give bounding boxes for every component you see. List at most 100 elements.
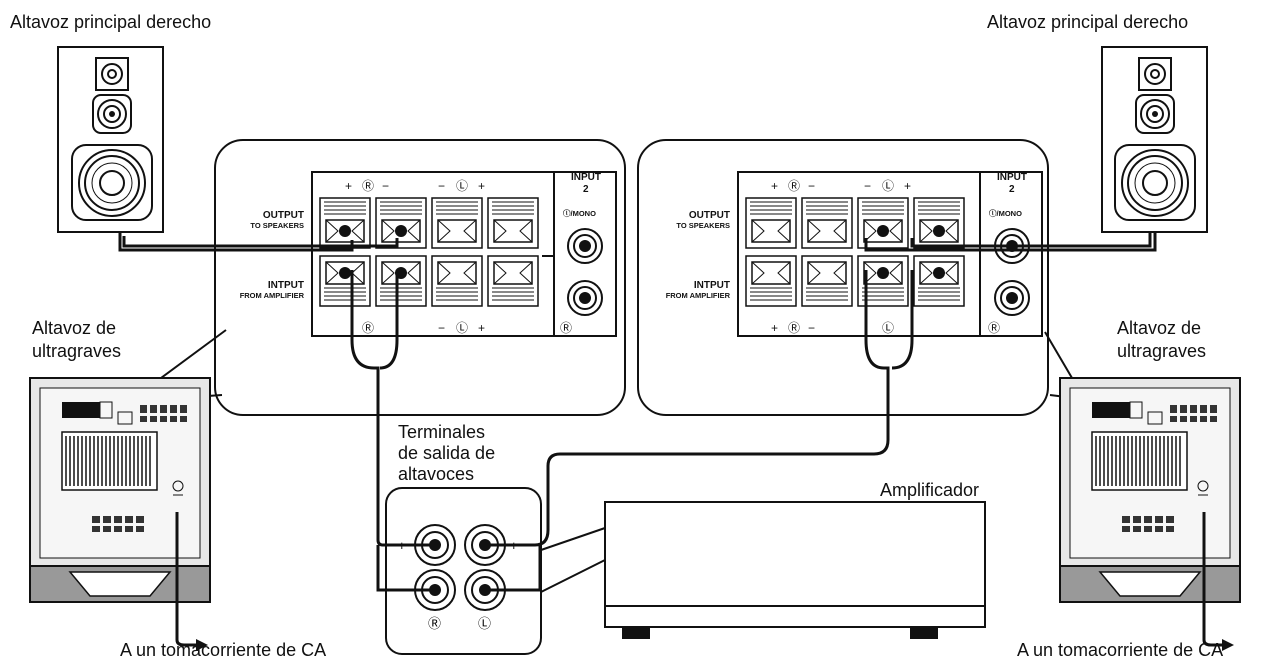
pol-minus: −: [808, 179, 815, 193]
subwoofer-left: [29, 377, 211, 603]
input-terminal: [1144, 516, 1152, 523]
terminal-lever: [437, 261, 477, 285]
terminal-lever: [751, 261, 791, 285]
pol-plus: +: [478, 179, 485, 193]
control-knob: [160, 416, 167, 422]
terminal-lever-mark: [807, 261, 847, 285]
wire-insert-point: [933, 267, 945, 279]
main-speaker-right: [1101, 46, 1208, 233]
wire-insert-point: [395, 225, 407, 237]
terminal-lever-mark: [381, 219, 421, 243]
input2-r-mark: Ⓡ: [988, 321, 1000, 335]
terminal-lever-mark: [751, 219, 791, 243]
pol-l: Ⓛ: [882, 321, 894, 335]
subwoofer-left-details: [65, 405, 187, 532]
input-sublabel: FROM AMPLIFIER: [666, 291, 731, 300]
pol-minus: −: [864, 179, 871, 193]
terminal-lever: [807, 261, 847, 285]
mono-label: ⓛ/MONO: [563, 208, 596, 218]
binding-post-hole: [429, 584, 441, 596]
input-terminal: [136, 526, 144, 532]
control-knob: [150, 405, 157, 413]
label-terminals-1: Terminales: [398, 422, 485, 442]
power-cord-right: [1202, 512, 1222, 647]
pol-plus: +: [345, 179, 352, 193]
input-terminal: [1122, 516, 1130, 523]
output-label: OUTPUT: [263, 210, 304, 221]
terminal-lever-mark: [919, 219, 959, 243]
terminal-lever: [807, 219, 847, 243]
input-terminal: [1166, 516, 1174, 523]
wire-insert-point: [339, 267, 351, 279]
wire-insert-point: [933, 225, 945, 237]
terminal-lever: [493, 219, 533, 243]
control-knob: [1180, 416, 1187, 422]
terminal-lever-mark: [919, 261, 959, 285]
output-label: OUTPUT: [689, 210, 730, 221]
label-ac-right: A un tomacorriente de CA: [1017, 640, 1223, 660]
main-speaker-left: [57, 46, 164, 233]
input-sublabel: FROM AMPLIFIER: [240, 291, 305, 300]
terminal-lever: [493, 261, 533, 285]
input-terminal: [1133, 526, 1141, 532]
pol-l: Ⓛ: [456, 321, 468, 335]
input2-number: 2: [1009, 184, 1015, 195]
terminal-lever-mark: [493, 261, 533, 285]
terminal-lever-mark: [751, 261, 791, 285]
output-sublabel: TO SPEAKERS: [250, 221, 304, 230]
control-knob: [150, 416, 157, 422]
control-knob: [180, 405, 187, 413]
binding-post-hole: [429, 539, 441, 551]
input2-label: INPUT: [571, 172, 601, 183]
control-knob: [170, 405, 177, 413]
label-terminals-2: de salida de: [398, 443, 495, 463]
control-knob: [1200, 416, 1207, 422]
control-knob: [160, 405, 167, 413]
input-terminal: [125, 516, 133, 523]
label-sub-left-1: Altavoz de: [32, 318, 116, 338]
label-sub-left-2: ultragraves: [32, 341, 121, 361]
mono-label: ⓛ/MONO: [989, 208, 1022, 218]
input-terminal: [92, 516, 100, 523]
label-amplifier: Amplificador: [880, 480, 979, 500]
input2-r-mark: Ⓡ: [560, 321, 572, 335]
terminal-lever: [751, 219, 791, 243]
speaker-wires: [118, 232, 1157, 592]
input-label: INTPUT: [694, 280, 730, 291]
pol-r: Ⓡ: [788, 179, 800, 193]
wire-insert-point: [877, 225, 889, 237]
terminal-lever-mark: [863, 219, 903, 243]
pol-minus: −: [382, 179, 389, 193]
label-sub-right-1: Altavoz de: [1117, 318, 1201, 338]
control-knob: [1170, 416, 1177, 422]
amp-l-mark: Ⓛ: [478, 616, 491, 631]
terminal-lever-mark: [325, 219, 365, 243]
input-terminal: [136, 516, 144, 523]
input-terminal: [1166, 526, 1174, 532]
pol-minus: −: [438, 321, 445, 335]
input2-number: 2: [583, 184, 589, 195]
power-cord-left: [175, 512, 196, 647]
input2-label: INPUT: [997, 172, 1027, 183]
control-knob: [1190, 405, 1197, 413]
amp-r-mark: Ⓡ: [428, 616, 441, 631]
control-knob: [1200, 405, 1207, 413]
control-knob: [140, 416, 147, 422]
subwoofer-right-details: [1095, 405, 1217, 532]
terminal-lever-mark: [381, 261, 421, 285]
control-knob: [1190, 416, 1197, 422]
terminal-block-right: [745, 197, 965, 307]
pol-plus: +: [904, 179, 911, 193]
control-knob: [140, 405, 147, 413]
control-knob: [180, 416, 187, 422]
terminal-lever: [437, 219, 477, 243]
pol-r: Ⓡ: [788, 321, 800, 335]
label-ac-left: A un tomacorriente de CA: [120, 640, 326, 660]
terminal-lever-mark: [863, 261, 903, 285]
input-terminal: [125, 526, 133, 532]
label-speaker-left: Altavoz principal derecho: [10, 12, 211, 32]
input-terminal: [1133, 516, 1141, 523]
amplifier: [604, 501, 986, 639]
pol-l: Ⓛ: [882, 179, 894, 193]
control-knob: [1210, 405, 1217, 413]
